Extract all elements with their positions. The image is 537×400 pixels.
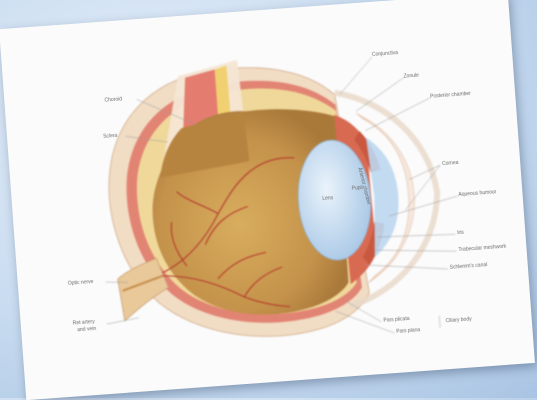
label-lens: Lens bbox=[322, 195, 333, 202]
label-sclera: Sclera bbox=[103, 133, 118, 140]
label-zonule: Zonule bbox=[403, 73, 419, 80]
label-cornea: Cornea bbox=[442, 160, 459, 167]
label-iris: Iris bbox=[457, 230, 464, 236]
label-choroid: Choroid bbox=[104, 96, 122, 103]
eye-cross-section-diagram bbox=[0, 0, 508, 29]
